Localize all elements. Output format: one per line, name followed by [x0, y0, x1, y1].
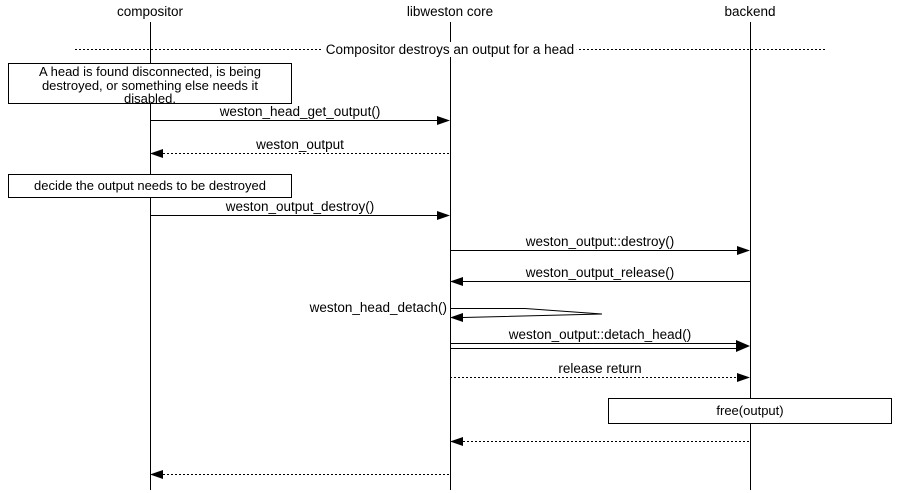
message-label-detach-head-vfunc: weston_output::detach_head() [508, 327, 692, 342]
arrow-detach-head-vfunc [450, 340, 750, 352]
arrow-head-detach-self [450, 308, 603, 322]
message-label-output-destroy-vfunc: weston_output::destroy() [525, 234, 675, 249]
note-free-output: free(output) [608, 398, 892, 424]
arrow-output-destroy-vfunc [450, 246, 750, 255]
divider-label: Compositor destroys an output for a head [322, 42, 578, 57]
note-decide-destroy: decide the output needs to be destroyed [8, 174, 292, 198]
arrow-weston-output-return [150, 149, 450, 158]
arrow-return-to-libweston [450, 437, 750, 446]
participant-label-compositor: compositor [116, 4, 184, 19]
participant-label-backend: backend [724, 4, 776, 19]
arrow-release-return [450, 373, 750, 382]
arrow-output-release [450, 277, 750, 286]
message-label-weston-output-return: weston_output [256, 137, 344, 152]
participant-label-libweston-core: libweston core [406, 4, 494, 19]
message-label-output-release: weston_output_release() [525, 265, 675, 280]
arrow-head-get-output [150, 116, 450, 125]
note-head-disconnected: A head is found disconnected, is being d… [8, 63, 292, 105]
message-label-head-get-output: weston_head_get_output() [219, 104, 381, 119]
message-label-release-return: release return [558, 361, 642, 376]
arrow-output-destroy [150, 211, 450, 220]
message-label-output-destroy: weston_output_destroy() [225, 199, 375, 214]
arrow-return-to-compositor [150, 470, 450, 479]
message-label-head-detach: weston_head_detach() [309, 300, 447, 315]
